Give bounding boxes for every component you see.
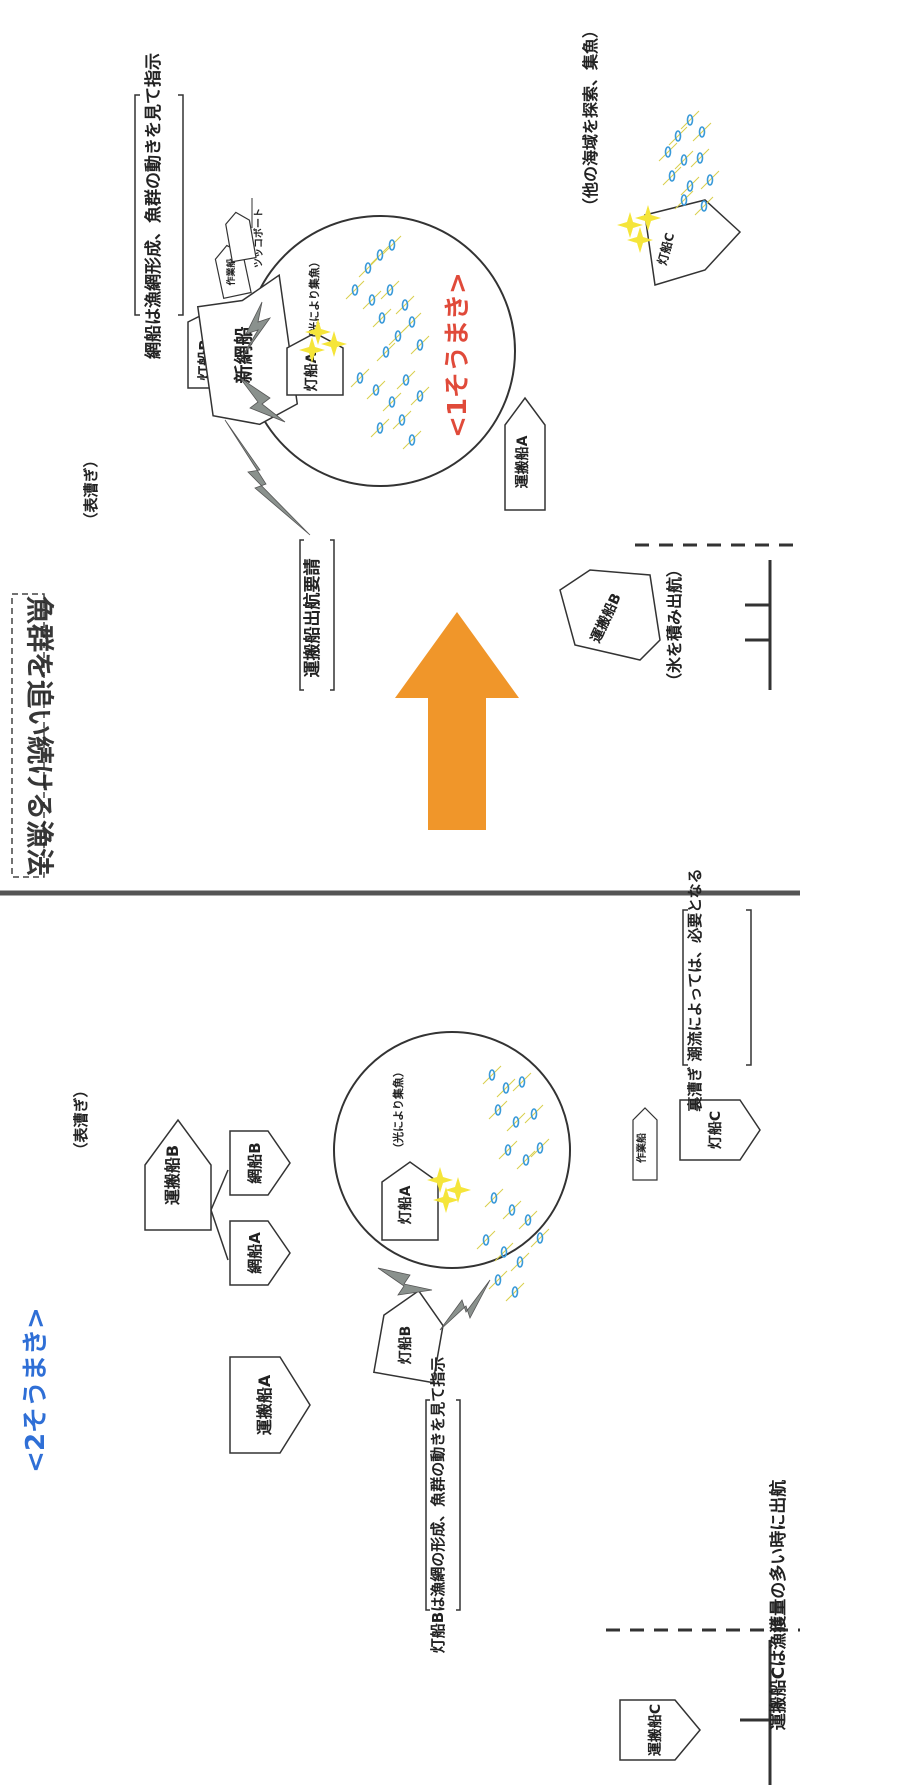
one-net-boat: 新網船	[196, 273, 299, 426]
one-net-boat-note: 網船は漁網形成、魚群の動きを見て指示	[134, 53, 184, 359]
two-boat-net-circle	[333, 1031, 571, 1269]
two-carrier-a: 運搬船A	[229, 1356, 311, 1454]
one-signal-1	[239, 301, 272, 361]
one-surface-note: （表漕ぎ）	[82, 452, 100, 527]
one-other-area-note: （他の海域を探索、集魚）	[581, 22, 600, 214]
one-signal-2	[239, 377, 286, 423]
one-fish-school	[345, 235, 430, 450]
two-light-a-note: （光により集魚）	[391, 1066, 405, 1154]
svg-text:運搬船A: 運搬船A	[255, 1374, 274, 1435]
two-back-note: 裏漕ぎ 潮流によっては、必要となる	[682, 868, 752, 1113]
two-signal-1	[377, 1267, 433, 1296]
svg-text:網船A: 網船A	[246, 1232, 264, 1274]
one-request-note: 運搬船出航要請	[299, 539, 335, 691]
two-harbor-mark	[606, 1628, 800, 1785]
two-carrier-c-note: 運搬船Cは漁獲量の多い時に出航	[768, 1480, 789, 1730]
one-ice-note: （氷を積み出航）	[665, 561, 684, 689]
two-carrier-c: 運搬船C	[619, 1699, 701, 1761]
one-tsukko-boat: ツッコボート	[225, 198, 265, 268]
svg-text:作業船: 作業船	[635, 1133, 648, 1163]
svg-text:運搬船C: 運搬船C	[647, 1704, 664, 1756]
svg-text:灯船C: 灯船C	[707, 1111, 724, 1149]
two-light-boat-a: 灯船A	[381, 1161, 439, 1241]
svg-text:運搬船B: 運搬船B	[163, 1145, 182, 1205]
two-light-b-note: 灯船Bは漁網の形成、魚群の動きを見て指示	[425, 1357, 461, 1653]
one-signal-3	[224, 419, 311, 536]
svg-text:運搬船出航要請: 運搬船出航要請	[302, 559, 323, 678]
svg-text:ツッコボート: ツッコボート	[252, 208, 265, 268]
two-light-boat-c: 灯船C	[679, 1099, 761, 1161]
two-net-boat-b: 網船B	[229, 1130, 291, 1196]
page-title: 魚群を追い続ける漁法	[23, 596, 56, 876]
two-surface-note: （表漕ぎ）	[72, 1082, 90, 1157]
one-carrier-a: 運搬船A	[504, 396, 546, 511]
two-light-boat-b: 灯船B	[372, 1289, 444, 1384]
one-boat-heading: <1そうまき>	[443, 272, 473, 438]
one-carrier-b: 運搬船B	[559, 569, 661, 661]
one-light-boat-c: 灯船C	[644, 199, 742, 286]
svg-text:灯船Bは漁網の形成、魚群の動きを見て指示: 灯船Bは漁網の形成、魚群の動きを見て指示	[429, 1357, 447, 1653]
svg-text:作業船: 作業船	[225, 258, 237, 285]
svg-text:裏漕ぎ 潮流によっては、必要となる: 裏漕ぎ 潮流によっては、必要となる	[686, 868, 704, 1112]
one-light-boat-a: 灯船A	[286, 332, 344, 396]
svg-text:灯船A: 灯船A	[397, 1185, 414, 1224]
svg-text:網船は漁網形成、魚群の動きを見て指示: 網船は漁網形成、魚群の動きを見て指示	[143, 53, 164, 359]
one-harbor-mark	[635, 543, 800, 690]
transition-arrow	[395, 612, 519, 830]
two-net-boat-a: 網船A	[229, 1220, 291, 1286]
two-signal-2	[439, 1279, 491, 1331]
svg-text:灯船B: 灯船B	[397, 1326, 414, 1365]
svg-text:網船B: 網船B	[246, 1142, 264, 1183]
two-work-boat: 作業船	[632, 1107, 658, 1181]
title-box	[11, 593, 45, 878]
svg-text:灯船A: 灯船A	[303, 352, 320, 391]
two-fish-school	[476, 1065, 550, 1302]
two-boat-heading: <2そうまき>	[21, 1307, 51, 1473]
one-fish-school-c	[658, 110, 720, 216]
svg-text:運搬船A: 運搬船A	[514, 435, 531, 488]
two-carrier-b: 運搬船B	[144, 1118, 212, 1231]
